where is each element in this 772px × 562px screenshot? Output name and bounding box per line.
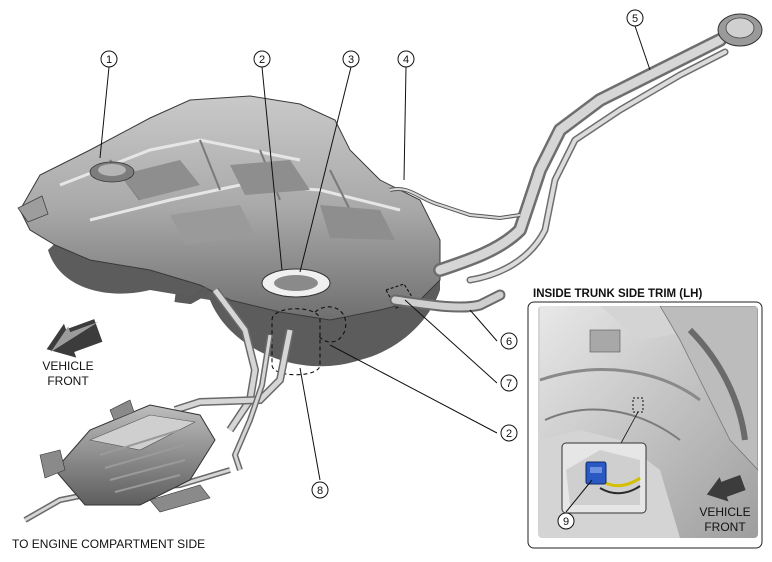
callout-1: 1 — [100, 50, 118, 68]
callout-6: 6 — [500, 332, 518, 350]
callout-leaders — [99, 25, 651, 481]
svg-text:9: 9 — [563, 516, 569, 528]
vehicle-front-arrow — [46, 319, 103, 358]
charcoal-canister — [39, 399, 216, 513]
inset-title: INSIDE TRUNK SIDE TRIM (LH) — [533, 288, 702, 300]
vehicle-front-label-line1: VEHICLE — [42, 359, 93, 373]
callout-8: 8 — [311, 481, 329, 499]
svg-text:5: 5 — [632, 13, 638, 25]
callout-2-bottom: 2 — [500, 424, 518, 442]
svg-text:3: 3 — [348, 54, 354, 66]
fuel-tank — [17, 95, 441, 376]
callout-4: 4 — [397, 50, 415, 68]
svg-text:4: 4 — [403, 54, 409, 66]
svg-text:1: 1 — [106, 54, 112, 66]
svg-text:8: 8 — [317, 485, 323, 497]
connector-detail — [561, 442, 647, 514]
callout-5: 5 — [626, 9, 644, 27]
callout-3: 3 — [342, 50, 360, 68]
svg-text:7: 7 — [506, 378, 512, 390]
callout-9: 9 — [557, 512, 575, 530]
vehicle-front-label-line2: FRONT — [47, 374, 89, 388]
svg-text:2: 2 — [259, 54, 265, 66]
inset-vehicle-front-line2: FRONT — [704, 520, 746, 534]
inset-vehicle-front-arrow — [706, 474, 746, 502]
svg-text:6: 6 — [506, 336, 512, 348]
callout-7: 7 — [500, 374, 518, 392]
svg-text:2: 2 — [506, 428, 512, 440]
callout-2-top: 2 — [253, 50, 271, 68]
inset-vehicle-front-line1: VEHICLE — [699, 505, 750, 519]
engine-compartment-label: TO ENGINE COMPARTMENT SIDE — [12, 537, 205, 551]
